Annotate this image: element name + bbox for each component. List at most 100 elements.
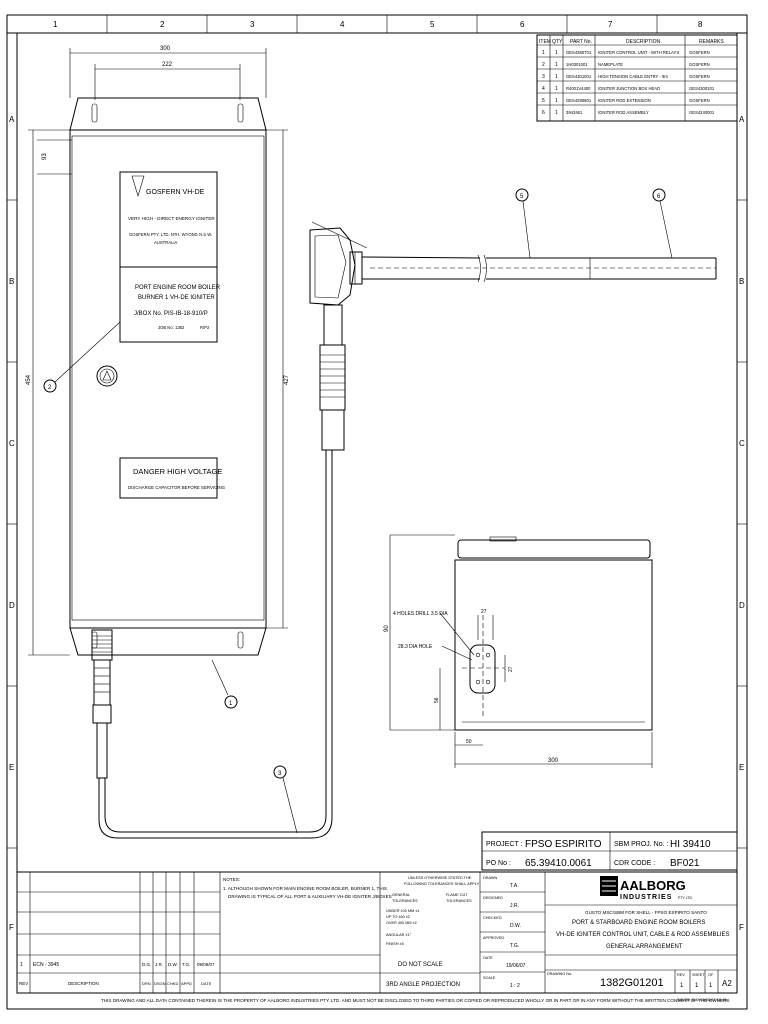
callout-4 — [311, 221, 368, 249]
company-sub: INDUSTRIES — [620, 894, 672, 901]
draw-date: 19/06/07 — [506, 963, 526, 969]
disclaimer: THIS DRAWING AND ALL DATA CONTAINED THER… — [101, 998, 729, 1003]
col-label: 5 — [430, 20, 435, 29]
row-label: A — [739, 115, 745, 124]
nameplate-brand: GOSFERN VH-DE — [146, 189, 205, 196]
svg-text:SHEET: SHEET — [692, 973, 705, 977]
outer-border — [6, 14, 748, 1010]
parts-table-cell: HIGH TENSION CABLE ENTRY - 9m — [598, 74, 668, 79]
cdr-label: CDR CODE : — [614, 860, 655, 867]
parts-table-cell: 1 — [555, 62, 558, 68]
svg-text:DATE: DATE — [483, 956, 493, 960]
parts-table-cell: GES4380701 — [566, 50, 592, 55]
row-label: D — [9, 601, 15, 610]
parts-table-cell: 5 — [542, 98, 545, 104]
company-name: AALBORG — [620, 878, 686, 893]
dim-text: 454 — [26, 374, 32, 385]
rev-header: REV — [19, 981, 28, 986]
drawing-number: 1382G01201 — [600, 977, 664, 989]
parts-table-cell: GOSFERN — [689, 98, 710, 103]
parts-table-cell: NAMEPLATE — [598, 62, 623, 67]
nameplate-subtitle: VERY HIGH - DIRECT ENERGY IGNITER — [128, 216, 215, 221]
dim-text: 427 — [284, 374, 290, 385]
company-pty: PTY LTD — [678, 896, 693, 900]
svg-text:CHECKED: CHECKED — [483, 916, 502, 920]
job-number: JOB No. 1382 — [158, 325, 185, 330]
row-label: B — [9, 277, 14, 286]
nameplate-country: AUSTRALIA — [154, 240, 177, 245]
parts-table-cell: 1 — [555, 74, 558, 80]
svg-text:FLAME CUT: FLAME CUT — [446, 893, 468, 897]
svg-text:FOLLOWING TOLERANCES SHALL APP: FOLLOWING TOLERANCES SHALL APPLY — [404, 882, 480, 886]
parts-table-cell: 2 — [542, 62, 545, 68]
notes-line: 1. ALTHOUGH SHOWN FOR MAIN ENGINE ROOM B… — [223, 886, 387, 891]
sbm-label: SBM PROJ. No. : — [614, 841, 669, 848]
designed-by: J.R. — [510, 903, 519, 909]
danger-subtitle: DISCHARGE CAPACITOR BEFORE SERVICING — [128, 485, 226, 490]
rev-header: DRN — [142, 981, 151, 986]
rev-dsgn: J.R. — [155, 962, 163, 967]
po-label: PO No : — [486, 860, 511, 867]
svg-text:OF: OF — [708, 973, 714, 977]
projection: 3RD ANGLE PROJECTION — [386, 982, 460, 988]
dimension-overall-width: 300 — [69, 46, 267, 98]
gosfern-logo-icon — [131, 175, 145, 198]
rev-drn: D.G. — [142, 962, 151, 967]
dim-text: 300 — [160, 46, 171, 52]
col-label: 3 — [250, 20, 255, 29]
parts-table-cell: GOSFERN — [689, 74, 710, 79]
parts-table-cell: 3 — [542, 74, 545, 80]
parts-table-cell: R4001V4400 — [566, 86, 591, 91]
parts-table-cell: GES4301001 — [566, 74, 592, 79]
parts-table-cell: GES4240001 — [689, 110, 715, 115]
svg-text:5: 5 — [520, 194, 524, 200]
svg-text:APPROVED: APPROVED — [483, 936, 504, 940]
table-header: PART No. — [570, 39, 592, 45]
rev-description: ECN - 3945 — [33, 962, 59, 968]
cdr-code: BF021 — [670, 858, 700, 869]
row-label: E — [9, 763, 14, 772]
svg-text:6: 6 — [657, 194, 661, 200]
rev-date: 09/08/07 — [197, 962, 215, 967]
project-info-block: PROJECT : FPSO ESPIRITO SBM PROJ. No. : … — [481, 831, 738, 871]
dim-text: 93 — [42, 153, 48, 160]
project-name: FPSO ESPIRITO — [525, 839, 602, 850]
table-header: REMARKS — [699, 39, 724, 45]
table-header: DESCRIPTION — [626, 39, 661, 45]
row-label: C — [739, 439, 745, 448]
parts-table-cell: GES4300101 — [689, 86, 715, 91]
parts-table-cell: 1H0301001 — [566, 62, 588, 67]
dim-text: 300 — [548, 758, 559, 764]
high-tension-cable — [98, 450, 333, 839]
parts-table-cell: 6 — [542, 110, 545, 116]
mounting-slot — [91, 103, 98, 123]
svg-text:UNLESS OTHERWISE STATED THE: UNLESS OTHERWISE STATED THE — [408, 876, 472, 880]
nameplate: GOSFERN VH-DE VERY HIGH - DIRECT ENERGY … — [119, 171, 218, 268]
project-label: PROJECT : — [486, 841, 522, 848]
scale: 1 : 2 — [510, 983, 520, 989]
title-desc: VH-DE IGNITER CONTROL UNIT, CABLE & ROD … — [556, 932, 729, 938]
side-view: 27 27 90 56 50 300 4 HOLES DRILL 3.5 DIA… — [384, 534, 653, 768]
col-label: 2 — [160, 20, 165, 29]
rev-appd: T.G. — [182, 962, 190, 967]
title-block: 1 ECN - 3945 D.G. J.R. D.W. T.G. 09/08/0… — [16, 871, 738, 994]
svg-text:SCALE: SCALE — [483, 976, 496, 980]
callout-5: 5 — [515, 188, 531, 259]
sbm-number: HI 39410 — [670, 839, 711, 850]
svg-text:2: 2 — [48, 385, 52, 391]
dim-text: 56 — [434, 697, 440, 703]
rev-header: APPD — [181, 981, 192, 986]
col-label: 8 — [698, 20, 703, 29]
svg-text:3: 3 — [278, 771, 282, 777]
junction-box-head — [309, 227, 363, 451]
column-markers: 1 2 3 4 5 6 7 8 — [53, 15, 703, 33]
svg-text:UNDER 100 MM ±1: UNDER 100 MM ±1 — [386, 909, 420, 913]
parts-table-cell: GOSFERN — [689, 62, 710, 67]
holes-drill-label: 4 HOLES DRILL 3.5 DIA — [393, 611, 448, 617]
parts-table-cell: 1 — [555, 110, 558, 116]
nameplate-company: GOSFERN PTY. LTD. NTH. WYONG N.S.W. — [129, 232, 212, 237]
notes-heading: NOTES: — [223, 877, 240, 882]
burner-label-plate: PORT ENGINE ROOM BOILER BURNER 1 VH-DE I… — [119, 266, 221, 343]
danger-plate: DANGER HIGH VOLTAGE DISCHARGE CAPACITOR … — [119, 457, 226, 499]
